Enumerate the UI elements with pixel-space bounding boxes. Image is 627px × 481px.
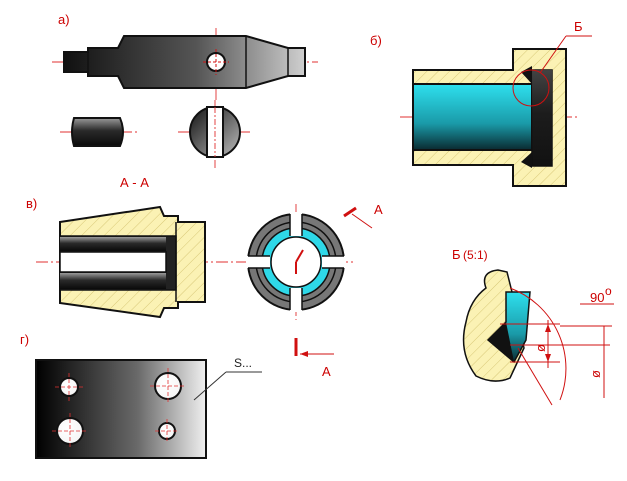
view-g-plate xyxy=(35,359,262,459)
detail-scale: (5:1) xyxy=(463,248,488,262)
angle-unit: o xyxy=(605,284,612,298)
view-v-collet-section xyxy=(236,204,373,357)
detail-b-label: Б xyxy=(452,247,461,262)
angle-value: 90 xyxy=(590,290,604,305)
shaft-body xyxy=(63,35,306,89)
label-a: а) xyxy=(58,12,70,27)
callout-b: Б xyxy=(574,19,583,34)
label-v: в) xyxy=(26,196,37,211)
view-v-collet xyxy=(36,205,332,319)
label-b: б) xyxy=(370,33,382,48)
plate-body xyxy=(35,359,207,459)
section-aa-label: А - А xyxy=(120,175,149,190)
view-a-shaft xyxy=(52,28,318,100)
view-b-bushing xyxy=(400,35,592,187)
arrow-a-bottom: А xyxy=(322,364,331,379)
detail-callout-circle xyxy=(512,69,550,107)
thickness-label: S... xyxy=(234,356,252,370)
arrow-a-top: А xyxy=(374,202,383,217)
section-a-a xyxy=(178,100,252,168)
phi-1: ø xyxy=(533,344,548,352)
label-g: г) xyxy=(20,332,29,347)
phi-2: ø xyxy=(588,370,603,378)
detail-b-view xyxy=(462,269,614,406)
view-a-pin xyxy=(60,117,138,147)
